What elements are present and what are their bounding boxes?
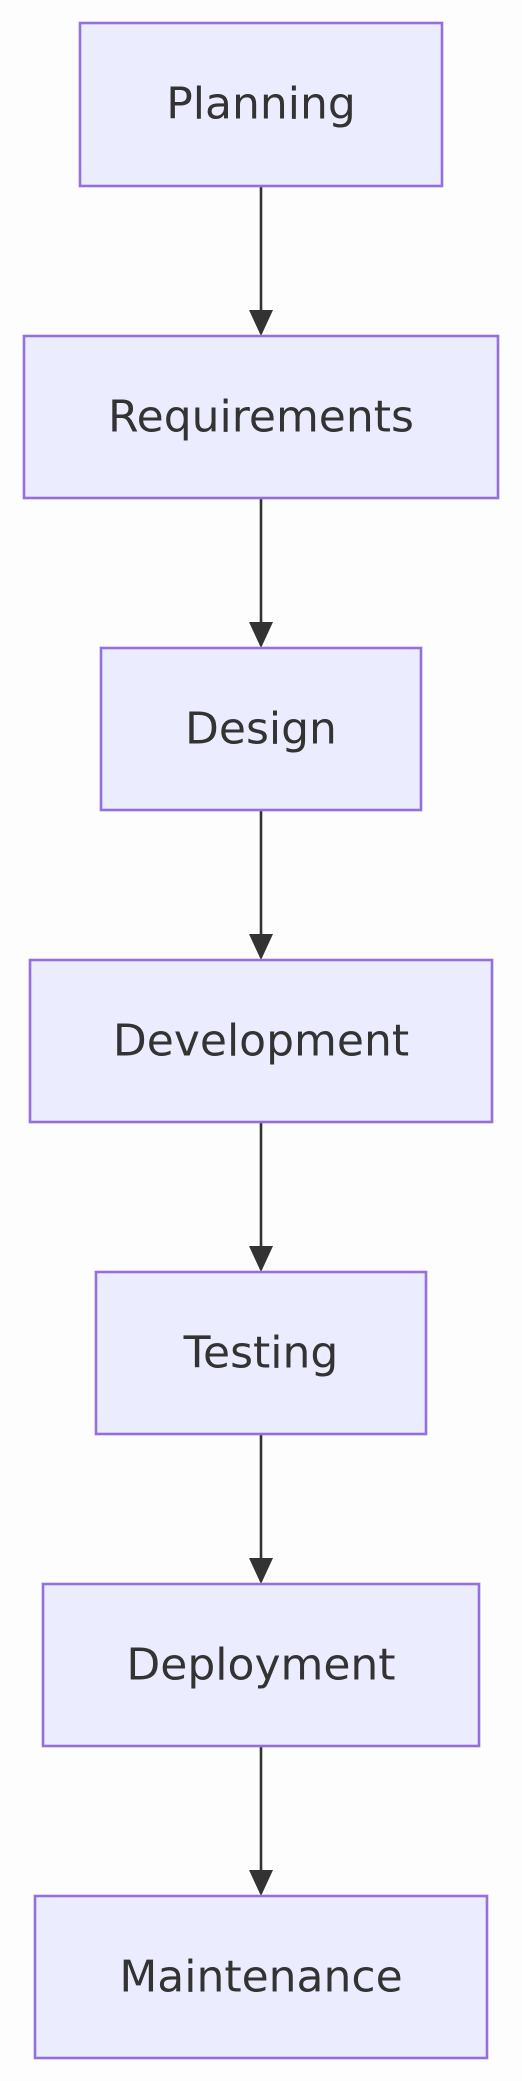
arrowhead-icon: [249, 1246, 273, 1272]
node-box: [33, 1894, 489, 2060]
node-label: Maintenance: [119, 1952, 402, 2003]
node-label: Deployment: [126, 1640, 395, 1691]
edge-testing-to-deployment: [249, 1434, 273, 1584]
node-box: [22, 334, 500, 500]
node-maintenance[interactable]: Maintenance: [33, 1894, 489, 2060]
edges-layer: [249, 186, 273, 1896]
node-box: [28, 958, 494, 1124]
edge-design-to-development: [249, 810, 273, 960]
arrowhead-icon: [249, 310, 273, 336]
node-box: [99, 646, 423, 812]
arrowhead-icon: [249, 1558, 273, 1584]
arrowhead-icon: [249, 1870, 273, 1896]
arrowhead-icon: [249, 622, 273, 648]
node-planning[interactable]: Planning: [78, 21, 444, 188]
node-box: [78, 21, 444, 188]
edge-deployment-to-maintenance: [249, 1746, 273, 1896]
node-label: Testing: [183, 1328, 339, 1379]
node-label: Design: [185, 704, 337, 755]
arrowhead-icon: [249, 934, 273, 960]
node-label: Planning: [166, 79, 356, 130]
node-testing[interactable]: Testing: [94, 1270, 428, 1436]
edge-planning-to-requirements: [249, 186, 273, 336]
edge-requirements-to-design: [249, 498, 273, 648]
node-deployment[interactable]: Deployment: [41, 1582, 481, 1748]
node-requirements[interactable]: Requirements: [22, 334, 500, 500]
node-box: [94, 1270, 428, 1436]
node-design[interactable]: Design: [99, 646, 423, 812]
nodes-layer: Planning Requirements Design Development…: [22, 21, 500, 2060]
node-box: [41, 1582, 481, 1748]
node-label: Requirements: [108, 392, 414, 443]
node-label: Development: [113, 1016, 409, 1067]
edge-development-to-testing: [249, 1122, 273, 1272]
node-development[interactable]: Development: [28, 958, 494, 1124]
